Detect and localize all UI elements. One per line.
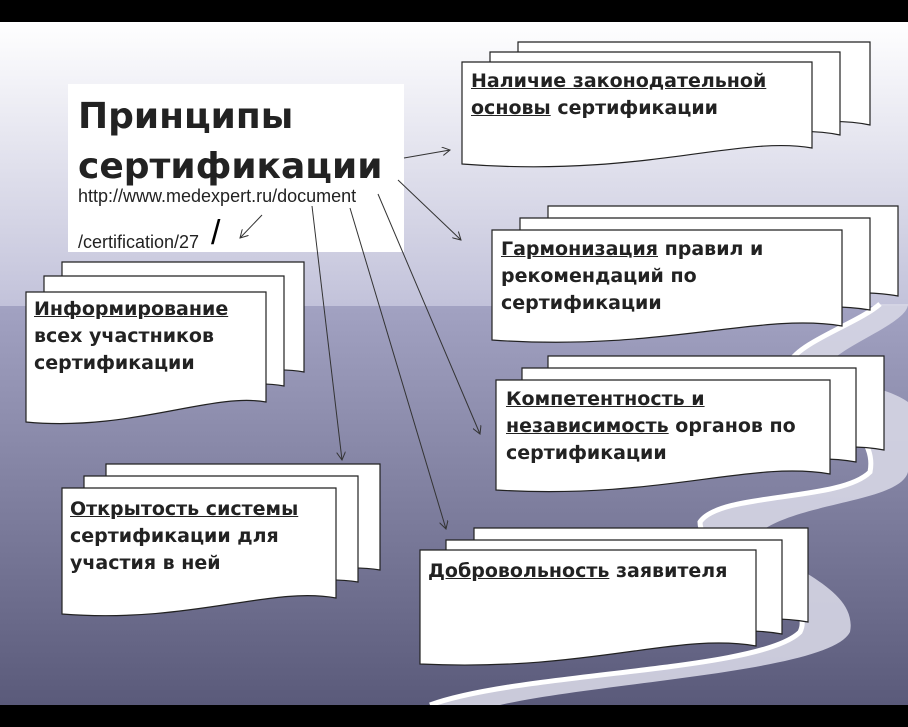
principle-competence-keyword-2: независимость: [506, 415, 669, 437]
doc-stack-openness: [61, 463, 381, 617]
principle-competence-keyword-1: Компетентность и: [506, 388, 705, 410]
road-curve: [430, 304, 908, 705]
principle-legal-basis: Наличие законодательной основы сертифика…: [471, 68, 811, 122]
doc-stack-voluntariness: [419, 527, 809, 666]
arrows: [240, 150, 480, 529]
doc-sheet-front: [461, 61, 813, 168]
url-slash: /: [211, 214, 221, 252]
doc-sheet-front: [61, 487, 337, 617]
title-line-1: Принципы: [78, 96, 294, 137]
principle-voluntariness-text: заявителя: [609, 560, 728, 582]
doc-stack-informing: [25, 261, 305, 425]
principle-harmonization-text-2: рекомендаций по: [501, 265, 697, 287]
arrow-to-informing: [240, 214, 263, 238]
source-url-line-1: http://www.medexpert.ru/document: [78, 186, 357, 206]
principle-harmonization-text-3: сертификации: [501, 292, 662, 314]
doc-sheet-front: [491, 229, 843, 343]
doc-stack-legal: [461, 41, 871, 168]
principle-informing-text-3: сертификации: [34, 352, 195, 374]
arrow-to-legal: [403, 150, 450, 159]
doc-stack-harmonization: [491, 205, 899, 343]
doc-sheet-front: [419, 549, 757, 666]
principle-competence: Компетентность и независимость органов п…: [506, 386, 836, 467]
principle-legal-keyword-1: Наличие законодательной: [471, 70, 767, 92]
principle-legal-text: сертификации: [550, 97, 718, 119]
source-url-line-2: /certification/27: [78, 232, 200, 252]
arrow-to-openness: [311, 205, 342, 460]
doc-sheet-front: [25, 291, 267, 425]
top-letterbox: [0, 0, 908, 22]
principle-openness-keyword: Открытость системы: [70, 498, 299, 520]
principle-harmonization: Гармонизация правил и рекомендаций по се…: [501, 236, 841, 317]
principle-openness-text-2: сертификации для: [70, 525, 279, 547]
title-line-2: сертификации: [78, 146, 383, 187]
principle-harmonization-text-1: правил и: [658, 238, 764, 260]
arrow-to-competence: [377, 193, 480, 434]
doc-sheet-front: [495, 379, 831, 493]
bottom-letterbox: [0, 705, 908, 727]
principle-competence-text-2: органов по: [668, 415, 796, 437]
arrow-to-voluntariness: [349, 207, 446, 529]
principle-voluntariness: Добровольность заявителя: [428, 558, 758, 585]
doc-stack-competence: [495, 355, 885, 493]
principle-informing-text-2: всех участников: [34, 325, 214, 347]
principle-openness-text-3: участия в ней: [70, 552, 221, 574]
title-panel: [68, 84, 404, 252]
principle-informing-keyword: Информирование: [34, 298, 229, 320]
principle-legal-keyword-2: основы: [471, 97, 551, 119]
principle-openness: Открытость системы сертификации для учас…: [70, 496, 340, 577]
arrow-to-harmonization: [397, 179, 461, 240]
slide-title: Принципы сертификации: [78, 92, 382, 192]
principle-harmonization-keyword: Гармонизация: [501, 238, 659, 260]
principle-competence-text-3: сертификации: [506, 442, 667, 464]
principle-informing: Информирование всех участников сертифика…: [34, 296, 266, 377]
principle-voluntariness-keyword: Добровольность: [428, 560, 610, 582]
